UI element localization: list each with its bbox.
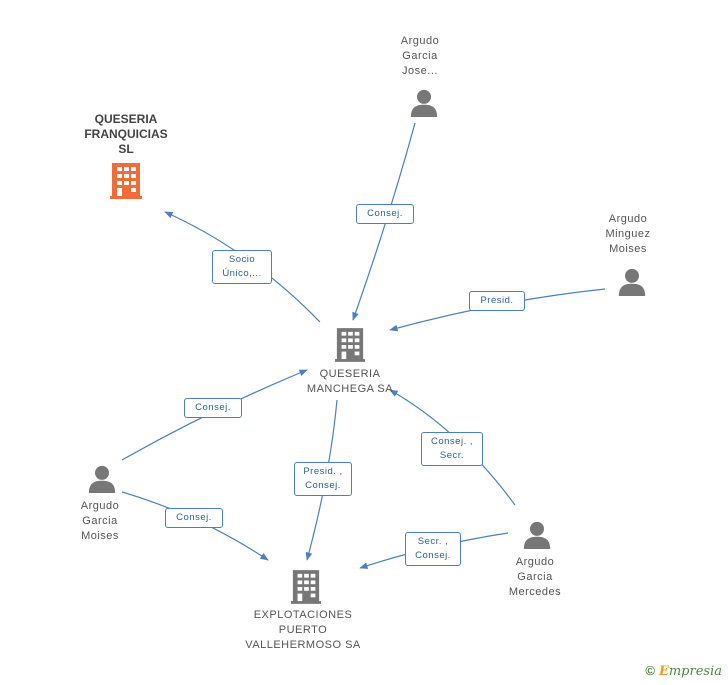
brand-initial: E	[658, 664, 669, 679]
edge-label-presid-minguez[interactable]: Presid.	[469, 291, 525, 311]
person-icon[interactable]	[618, 268, 646, 296]
node-label-queseria-franquicias[interactable]: QUESERIA FRANQUICIAS SL	[84, 112, 168, 156]
edge-label-secr-consej[interactable]: Secr. , Consej.	[405, 532, 461, 566]
edge-label-presid-consej[interactable]: Presid. , Consej.	[294, 462, 352, 496]
edges	[121, 122, 606, 569]
node-label-queseria-manchega[interactable]: QUESERIA MANCHEGA SA	[306, 368, 394, 395]
edge-label-consej-moises-explot[interactable]: Consej.	[165, 508, 223, 528]
person-icon[interactable]	[410, 89, 438, 117]
building-icon[interactable]	[110, 163, 142, 199]
brand-name: mpresia	[668, 664, 722, 679]
copyright-icon: ©	[645, 663, 655, 678]
building-icon[interactable]	[335, 328, 365, 362]
person-icon[interactable]	[523, 521, 551, 549]
node-label-argudo-moises[interactable]: Argudo Garcia Moises	[80, 500, 120, 542]
edge-label-consej-moises-manchega[interactable]: Consej.	[184, 398, 242, 418]
edge-label-consej-secr[interactable]: Consej. , Secr.	[421, 432, 483, 466]
edge-label-consej-jose[interactable]: Consej.	[356, 204, 414, 224]
edge-label-socio-unico[interactable]: Socio Único,...	[212, 250, 272, 284]
building-icon[interactable]	[291, 570, 321, 604]
empresia-brand: ©Empresia	[645, 663, 722, 679]
node-label-explotaciones[interactable]: EXPLOTACIONES PUERTO VALLEHERMOSO SA	[245, 609, 361, 651]
person-icon[interactable]	[88, 465, 116, 493]
node-label-argudo-minguez[interactable]: Argudo Minguez Moises	[605, 213, 651, 255]
node-label-argudo-mercedes[interactable]: Argudo Garcia Mercedes	[508, 556, 562, 598]
node-label-argudo-jose[interactable]: Argudo Garcia Jose...	[400, 35, 440, 77]
